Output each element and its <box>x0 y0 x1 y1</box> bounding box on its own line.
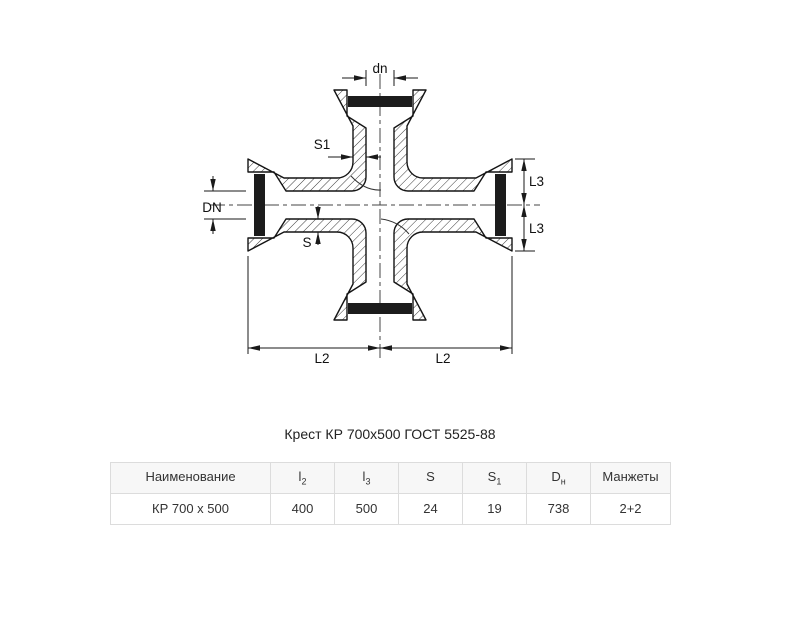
gasket-bottom <box>348 303 412 314</box>
table-header-row: Наименование l2 l3 S S1 Dн Манжеты <box>110 462 671 494</box>
cross-fitting-drawing: dn S1 DN S L3 <box>202 61 544 366</box>
transition-curve-upper <box>350 175 382 191</box>
dim-label-s: S <box>302 235 311 250</box>
col-header-dn: Dн <box>526 462 591 494</box>
cell-dn: 738 <box>526 492 591 525</box>
wall-section-top-left <box>247 89 367 192</box>
dim-label-l3-top: L3 <box>529 174 544 189</box>
col-header-sub: 1 <box>496 476 502 487</box>
col-header-s1: S1 <box>462 462 527 494</box>
col-header-name: Наименование <box>110 462 271 494</box>
gasket-right <box>495 174 506 236</box>
cell-l3: 500 <box>334 492 399 525</box>
col-header-s: S <box>398 462 463 494</box>
dim-label-dn: dn <box>372 61 387 76</box>
dimension-dn <box>342 70 418 86</box>
col-header-sub: 2 <box>301 476 307 487</box>
cell-l2: 400 <box>270 492 335 525</box>
cell-s: 24 <box>398 492 463 525</box>
col-header-l3: l3 <box>334 462 399 494</box>
transition-curve-lower <box>380 218 410 235</box>
gasket-top <box>348 96 412 107</box>
dimension-l2 <box>247 256 513 354</box>
fitting-walls <box>247 89 513 321</box>
wall-section-bottom-left <box>247 218 367 321</box>
internal-transition-curves <box>350 175 410 235</box>
cell-cuffs: 2+2 <box>590 492 671 525</box>
col-header-sub: 3 <box>365 476 371 487</box>
dimension-DN <box>204 176 246 234</box>
gaskets <box>254 96 506 314</box>
dim-label-l2-right: L2 <box>435 351 450 366</box>
table-row: КР 700 х 500 400 500 24 19 738 2+2 <box>110 492 671 525</box>
cell-name: КР 700 х 500 <box>110 492 271 525</box>
col-header-cuffs: Манжеты <box>590 462 671 494</box>
col-header-sub: н <box>560 476 566 487</box>
dimension-l3 <box>515 158 535 252</box>
wall-section-bottom-right <box>393 218 513 321</box>
dim-label-DN: DN <box>202 200 222 215</box>
cell-s1: 19 <box>462 492 527 525</box>
dim-label-l2-left: L2 <box>314 351 329 366</box>
col-header-l2: l2 <box>270 462 335 494</box>
drawing-caption: Крест КР 700х500 ГОСТ 5525-88 <box>284 426 496 442</box>
dimensions-table: Наименование l2 l3 S S1 Dн Манжеты КР 70… <box>110 462 671 525</box>
gasket-left <box>254 174 265 236</box>
wall-section-top-right <box>393 89 513 192</box>
dim-label-s1: S1 <box>314 137 331 152</box>
dim-label-l3-bottom: L3 <box>529 221 544 236</box>
